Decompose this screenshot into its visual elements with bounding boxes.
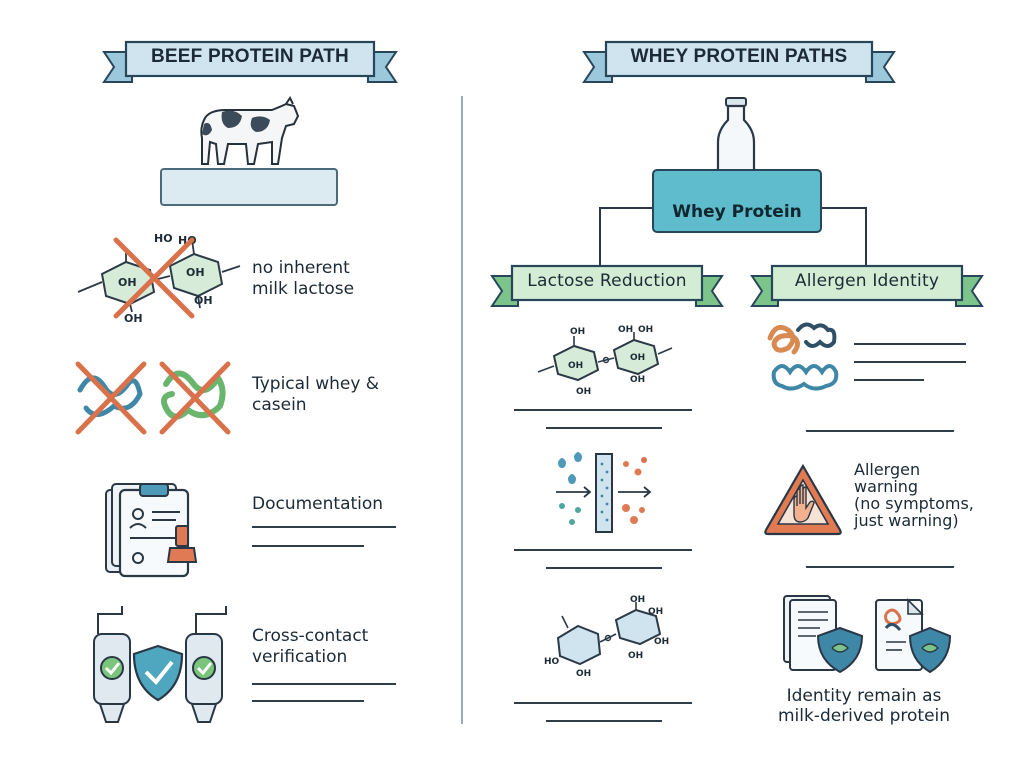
oh-label: OH — [630, 353, 645, 363]
oh-label: OH — [648, 607, 663, 617]
text-rule — [252, 683, 396, 685]
oh-label: OH — [628, 651, 643, 661]
whey-casein-crossed-icon — [75, 361, 231, 435]
documentation-clipboard-icon — [105, 483, 198, 578]
text-rule — [546, 427, 662, 429]
allergen-identity-banner: Allergen Identity — [750, 262, 984, 310]
oh-label: OH — [576, 669, 591, 679]
whey-protein-label: Whey Protein — [672, 202, 802, 222]
text-rule — [514, 409, 692, 411]
banner-ribbon-shape — [582, 40, 896, 83]
text-rule — [854, 361, 966, 363]
text-rule — [252, 545, 364, 547]
text-rule — [546, 567, 662, 569]
text-rule — [546, 720, 662, 722]
branch-connectors — [599, 207, 867, 266]
center-divider — [461, 96, 463, 724]
oh-label: OH — [630, 375, 645, 385]
text-rule — [806, 566, 954, 568]
documentation-label: Documentation — [252, 494, 384, 514]
oh-label: OH — [638, 325, 653, 335]
red-cross — [75, 361, 231, 435]
reduced-sugar-molecule-icon: HO OH OH OH OH OH — [544, 595, 669, 679]
banner-ribbon-shape — [490, 264, 724, 307]
lactose-molecule-icon: OH OH OH OH OH OH OH — [537, 325, 673, 397]
red-cross — [113, 237, 195, 319]
lactose-reduction-banner: Lactose Reduction — [490, 262, 724, 310]
empty-platform-box — [160, 168, 338, 206]
banner-title: BEEF PROTEIN PATH — [151, 46, 349, 67]
cross-contact-label: Cross-contact verification — [252, 626, 369, 667]
allergen-warning-icon — [764, 463, 842, 536]
beef-protein-path-banner: BEEF PROTEIN PATH — [102, 38, 398, 86]
oh-label: OH — [576, 387, 591, 397]
lactose-filtration-icon — [556, 452, 652, 533]
identity-label: Identity remain as milk-derived protein — [777, 686, 951, 726]
whey-protein-box: Whey Protein — [652, 169, 822, 233]
oh-label: OH — [654, 637, 669, 647]
ho-label: HO — [178, 234, 197, 247]
text-rule — [514, 549, 692, 551]
banner-ribbon-shape — [102, 40, 398, 83]
allergen-warning-label: Allergen warning (no symptoms, just warn… — [854, 460, 974, 530]
banner-ribbon-shape — [750, 264, 984, 307]
whey-protein-paths-banner: WHEY PROTEIN PATHS — [582, 38, 896, 86]
oh-label: OH — [568, 361, 583, 371]
cross-contact-tanks-icon — [93, 606, 227, 723]
typical-whey-casein-label: Typical whey & casein — [252, 374, 380, 415]
oh-label: OH — [618, 325, 633, 335]
cow-icon — [200, 96, 300, 165]
ho-label: HO — [154, 232, 173, 245]
text-rule — [854, 379, 924, 381]
no-lactose-label: no inherent milk lactose — [252, 258, 355, 299]
oh-label: OH — [194, 294, 213, 307]
oh-label: OH — [118, 276, 137, 289]
oh-label: OH — [570, 327, 585, 337]
text-rule — [514, 702, 692, 704]
text-rule — [854, 343, 966, 345]
oh-label: OH — [186, 266, 205, 279]
text-rule — [252, 700, 364, 702]
oh-label: OH — [124, 312, 143, 325]
branch-title: Allergen Identity — [794, 271, 940, 291]
protein-coil-icon — [767, 322, 839, 391]
branch-title: Lactose Reduction — [527, 271, 687, 291]
oh-label: OH — [630, 595, 645, 605]
text-rule — [252, 526, 396, 528]
banner-title: WHEY PROTEIN PATHS — [630, 46, 848, 67]
identity-documents-icon — [783, 595, 952, 674]
ho-label: HO — [544, 657, 560, 667]
text-rule — [806, 430, 954, 432]
lactose-molecule-crossed-icon: OH OH HO HO OH OH — [77, 232, 241, 325]
